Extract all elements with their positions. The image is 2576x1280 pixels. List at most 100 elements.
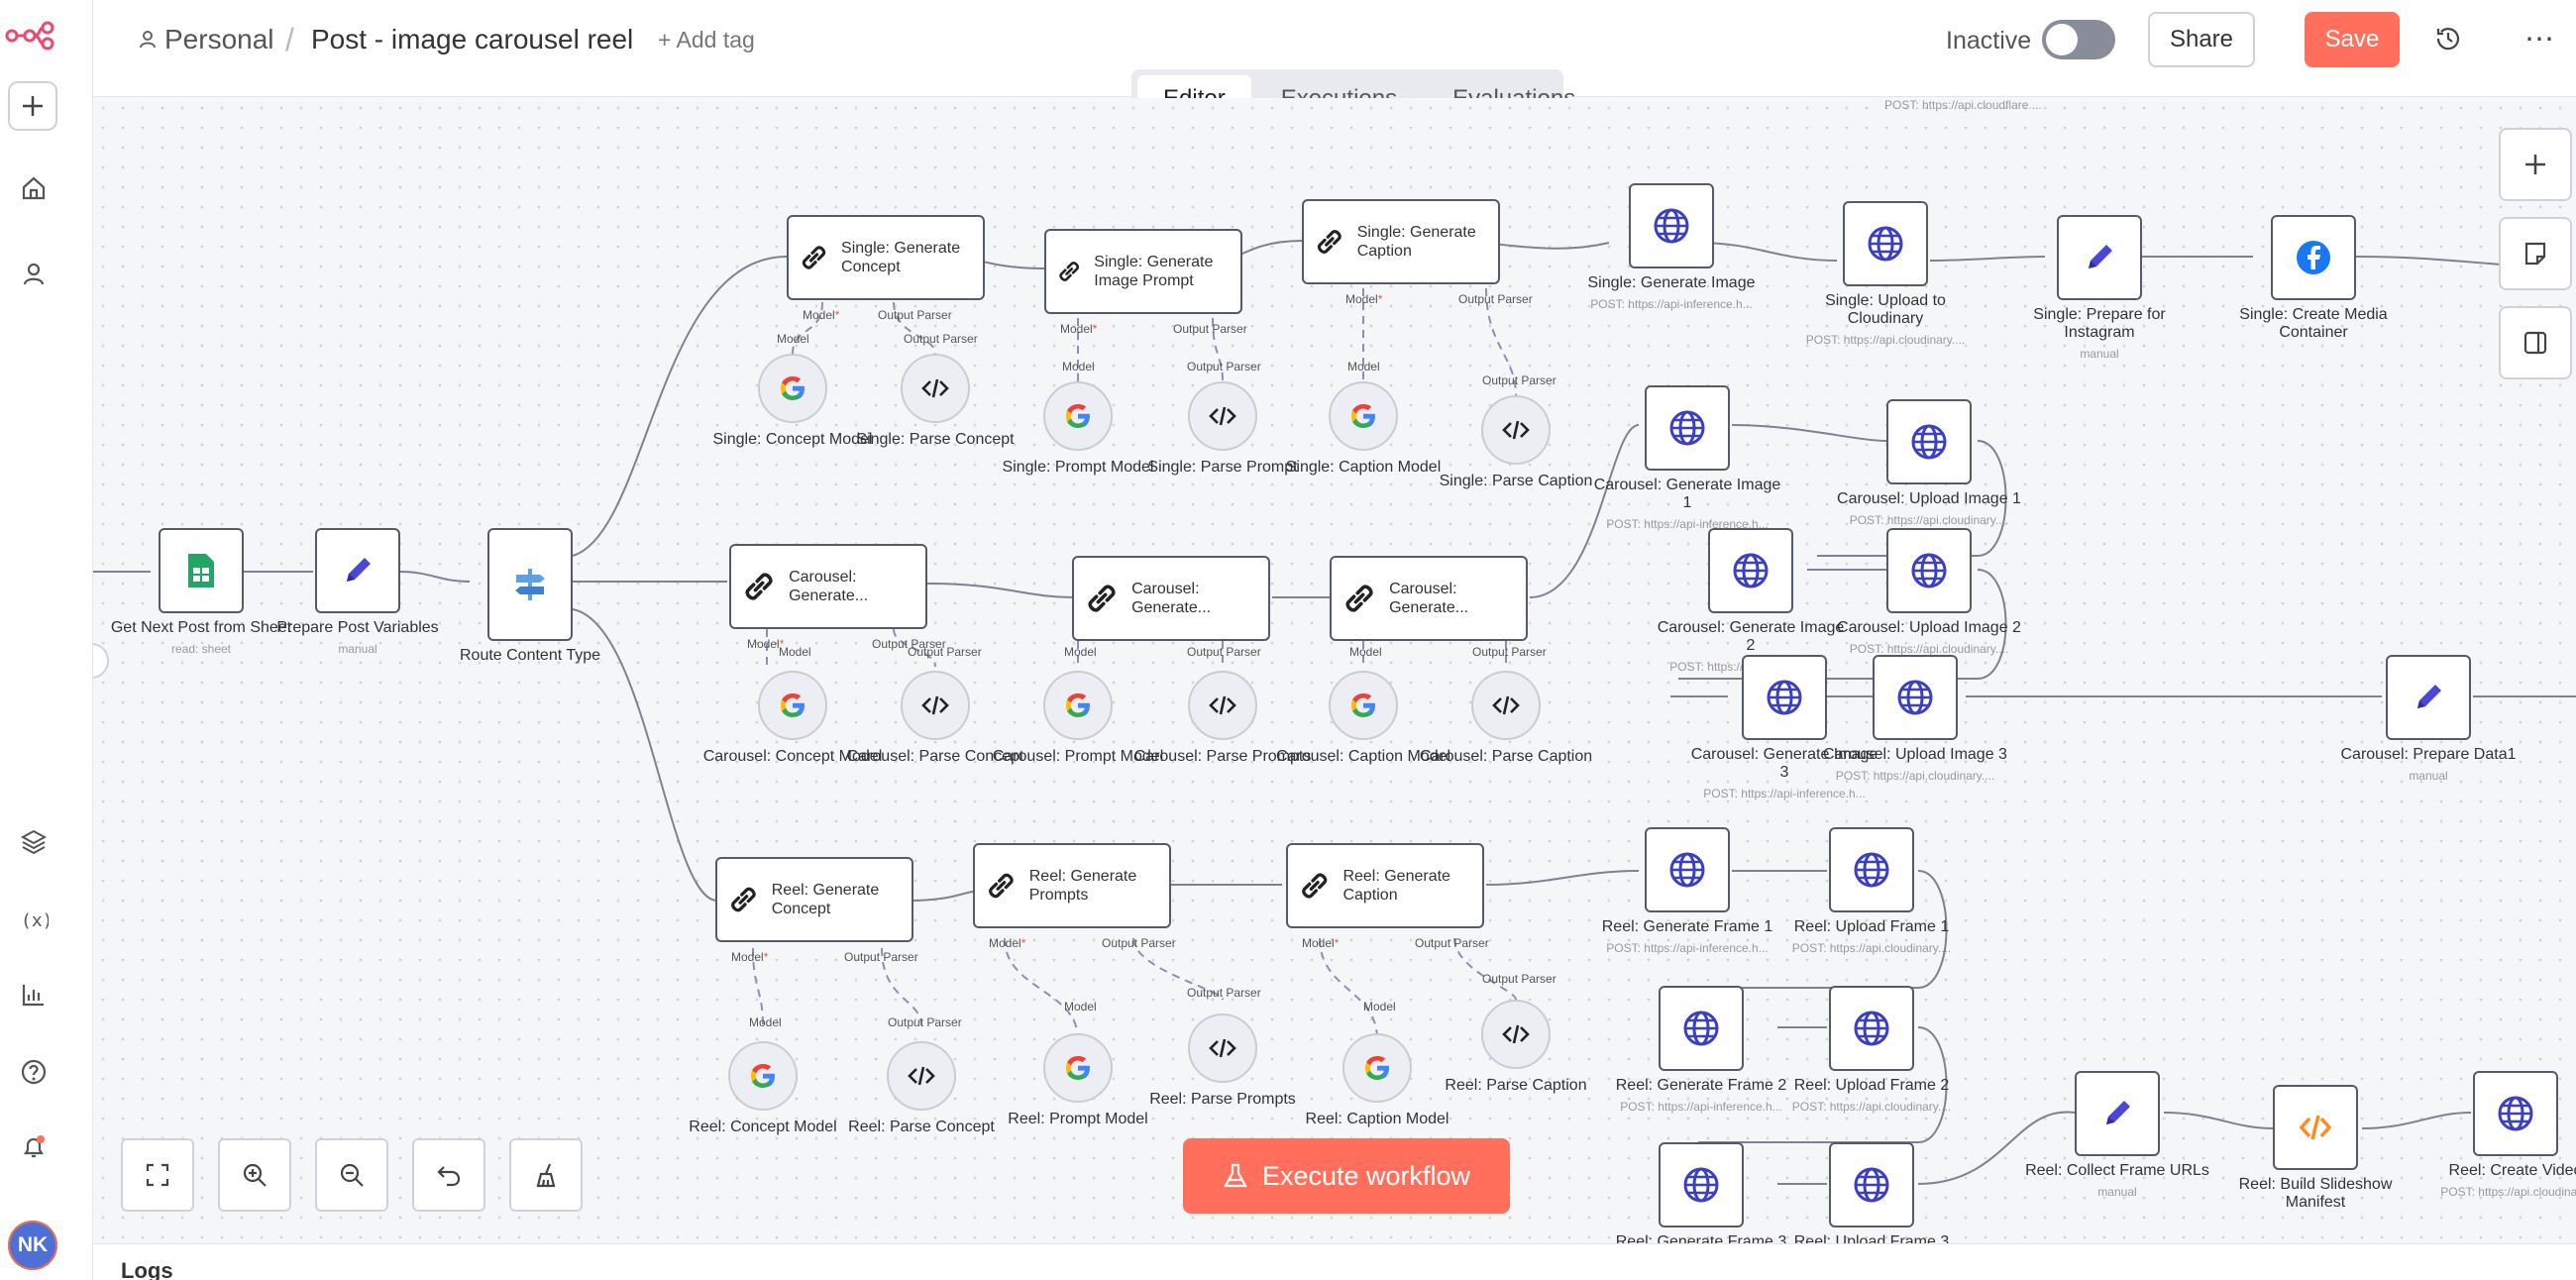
node-reel-generate-frame-2[interactable] [1659, 986, 1744, 1071]
zoom-in-button[interactable] [218, 1138, 291, 1212]
node-prepare-post-variables[interactable] [315, 528, 400, 613]
save-button[interactable]: Save [2305, 12, 2400, 67]
add-sticky-note-button[interactable] [2499, 217, 2572, 290]
node-get-next-post[interactable] [159, 528, 244, 613]
node-carousel-generate-image-1[interactable] [1645, 385, 1730, 471]
route-icon [515, 569, 545, 600]
node-reel-upload-frame-1[interactable] [1829, 827, 1914, 912]
node-carousel-parse-concept[interactable] [901, 671, 970, 740]
ai-agent-icon [989, 873, 1014, 899]
fit-view-button[interactable] [121, 1138, 194, 1212]
node-reel-generate-frame-1[interactable] [1645, 827, 1730, 912]
node-single-generate-image-prompt[interactable]: Single: Generate Image Prompt [1044, 229, 1242, 314]
variables-button[interactable]: (x) [14, 900, 54, 939]
sub-connection [1004, 937, 1079, 1040]
code-icon [1502, 1024, 1530, 1044]
zoom-out-button[interactable] [315, 1138, 388, 1212]
node-carousel-generate-image-3[interactable] [1742, 655, 1827, 740]
node-carousel-prepare-data[interactable] [2386, 655, 2471, 740]
node-carousel-parse-prompts[interactable] [1188, 671, 1257, 740]
node-reel-prompt-model[interactable] [1043, 1033, 1113, 1103]
code-icon [1492, 695, 1520, 715]
port-label-output-parser: Output Parser [1102, 936, 1176, 950]
node-single-generate-caption[interactable]: Single: Generate Caption [1302, 199, 1500, 284]
notifications-button[interactable] [14, 1127, 54, 1167]
node-reel-upload-frame-2[interactable] [1829, 986, 1914, 1071]
node-carousel-concept-model[interactable] [758, 671, 827, 740]
add-workflow-button[interactable] [8, 81, 57, 131]
user-icon [140, 31, 156, 49]
node-route-content-type[interactable] [487, 528, 573, 641]
history-icon[interactable] [2433, 24, 2463, 53]
node-carousel-parse-caption[interactable] [1471, 671, 1541, 740]
node-carousel-generate-caption[interactable]: Carousel: Generate... [1330, 556, 1528, 641]
n8n-logo-icon[interactable] [4, 16, 63, 55]
node-reel-generate-concept[interactable]: Reel: Generate Concept [715, 857, 913, 942]
tidy-up-button[interactable] [509, 1138, 583, 1212]
node-single-upload-cloudinary[interactable] [1843, 201, 1928, 286]
active-toggle[interactable] [2042, 20, 2115, 59]
node-reel-build-slideshow-manifest[interactable] [2273, 1085, 2358, 1170]
node-reel-generate-caption[interactable]: Reel: Generate Caption [1286, 843, 1484, 928]
node-reel-create-video[interactable] [2473, 1071, 2558, 1156]
code-icon [921, 378, 949, 398]
add-tag-button[interactable]: + Add tag [658, 27, 755, 53]
node-single-parse-caption[interactable] [1481, 395, 1551, 465]
node-carousel-generate-concept[interactable]: Carousel: Generate... [729, 544, 927, 629]
node-single-generate-image[interactable] [1629, 183, 1714, 268]
personal-button[interactable] [14, 254, 54, 293]
node-carousel-caption-model[interactable] [1329, 671, 1398, 740]
port-label-output-parser: Output Parser [1482, 972, 1556, 986]
node-carousel-generate-prompts[interactable]: Carousel: Generate... [1072, 556, 1270, 641]
node-single-prepare-instagram[interactable] [2057, 215, 2142, 300]
templates-button[interactable] [14, 822, 54, 862]
more-icon[interactable]: ⋯ [2524, 23, 2554, 55]
node-single-concept-model[interactable] [758, 354, 827, 423]
node-reel-upload-frame-3[interactable] [1829, 1142, 1914, 1227]
workflow-title[interactable]: Post - image carousel reel [311, 24, 634, 54]
node-label: Carousel: Caption Model [1275, 748, 1451, 765]
node-reel-collect-frame-urls[interactable] [2075, 1071, 2160, 1156]
node-reel-parse-caption[interactable] [1481, 1000, 1551, 1069]
logs-panel[interactable]: Logs [93, 1243, 2576, 1280]
node-single-create-media-container[interactable] [2271, 215, 2356, 300]
node-single-parse-concept[interactable] [901, 354, 970, 423]
port-label-output-parser: Output Parser [1187, 986, 1261, 1000]
user-icon [23, 263, 45, 285]
node-reel-generate-prompts[interactable]: Reel: Generate Prompts [973, 843, 1171, 928]
home-button[interactable] [14, 168, 54, 208]
node-single-prompt-model[interactable] [1043, 381, 1113, 451]
node-single-caption-model[interactable] [1329, 381, 1398, 451]
sub-connection [1485, 287, 1517, 396]
node-carousel-prompt-model[interactable] [1043, 671, 1113, 740]
connections-layer [93, 240, 2576, 1185]
node-reel-parse-prompts[interactable] [1188, 1013, 1257, 1083]
node-carousel-upload-image-2[interactable] [1886, 528, 1972, 613]
sub-connection [1212, 317, 1224, 382]
node-reel-generate-frame-3[interactable] [1659, 1142, 1744, 1227]
breadcrumb-project[interactable]: Personal [164, 24, 274, 54]
node-single-generate-concept[interactable]: Single: Generate Concept [787, 215, 985, 300]
add-node-button[interactable] [2499, 128, 2572, 201]
execute-workflow-button[interactable]: Execute workflow [1183, 1138, 1510, 1214]
toggle-panel-button[interactable] [2499, 306, 2572, 379]
undo-button[interactable] [412, 1138, 485, 1212]
node-reel-concept-model[interactable] [728, 1041, 798, 1111]
ai-agent-icon [745, 573, 773, 600]
node-carousel-upload-image-1[interactable] [1886, 399, 1972, 484]
insights-button[interactable] [14, 975, 54, 1014]
node-carousel-upload-image-3[interactable] [1873, 655, 1958, 740]
node-single-parse-prompt[interactable] [1188, 381, 1257, 451]
port-label-output-parser: Output Parser [878, 308, 952, 322]
share-button[interactable]: Share [2148, 12, 2255, 67]
code-icon [1209, 695, 1236, 715]
node-carousel-generate-image-2[interactable] [1708, 528, 1793, 613]
sub-connection [1132, 937, 1224, 1001]
avatar[interactable]: NK [8, 1221, 57, 1270]
port-label-output-parser: Output Parser [844, 950, 918, 964]
node-reel-parse-concept[interactable] [887, 1041, 956, 1111]
help-button[interactable] [14, 1052, 54, 1092]
node-reel-caption-model[interactable] [1342, 1033, 1412, 1103]
